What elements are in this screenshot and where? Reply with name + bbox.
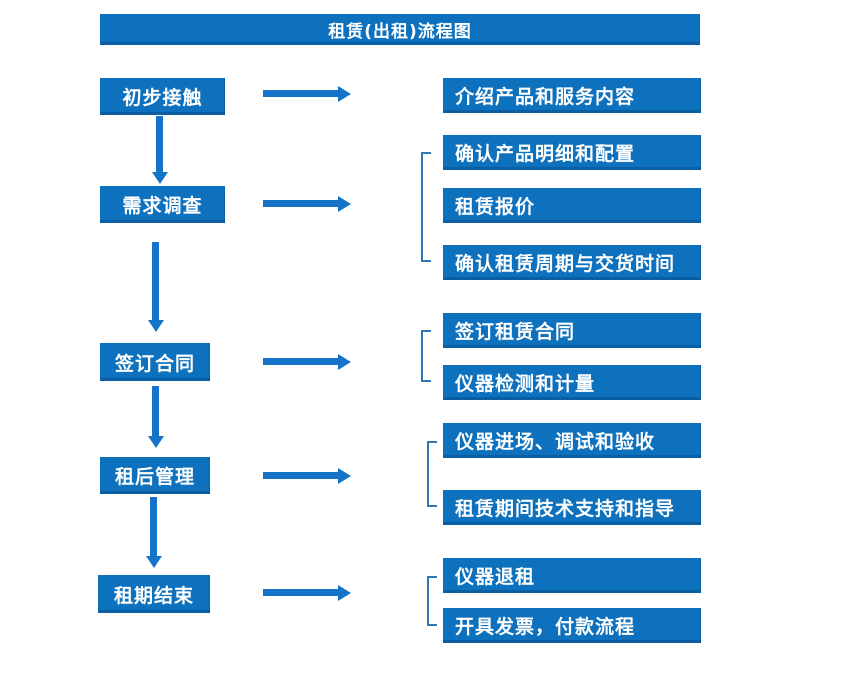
output-invoice-payment: 开具发票，付款流程 <box>443 608 701 643</box>
output-instrument-inspection: 仪器检测和计量 <box>443 365 701 400</box>
output-sign-rental-contract: 签订租赁合同 <box>443 313 701 348</box>
right-arrow-2 <box>263 200 338 207</box>
step-demand-survey: 需求调查 <box>100 186 225 223</box>
right-arrow-1 <box>263 90 338 97</box>
bracket-rental-end <box>427 576 437 626</box>
output-confirm-period-delivery: 确认租赁周期与交货时间 <box>443 245 701 280</box>
step-label: 签订合同 <box>114 352 195 375</box>
output-label: 确认租赁周期与交货时间 <box>455 253 676 275</box>
bracket-demand-survey <box>421 152 431 262</box>
output-label: 租赁期间技术支持和指导 <box>455 498 676 520</box>
step-rental-end: 租期结束 <box>98 575 210 613</box>
output-tech-support: 租赁期间技术支持和指导 <box>443 490 701 525</box>
output-label: 介绍产品和服务内容 <box>455 86 636 108</box>
right-arrow-3 <box>263 358 338 365</box>
output-label: 租赁报价 <box>455 196 536 218</box>
down-arrow-2 <box>152 242 159 320</box>
right-arrow-4 <box>263 472 338 479</box>
output-introduce-products: 介绍产品和服务内容 <box>443 78 701 113</box>
page-title-text: 租赁(出租)流程图 <box>328 22 472 42</box>
step-label: 初步接触 <box>122 87 203 109</box>
output-label: 仪器检测和计量 <box>455 373 596 395</box>
bracket-post-management <box>427 441 437 507</box>
output-label: 仪器进场、调试和验收 <box>455 431 656 453</box>
down-arrow-3 <box>152 386 159 436</box>
output-label: 仪器退租 <box>455 566 536 588</box>
bracket-sign-contract <box>421 330 431 382</box>
output-instrument-setup: 仪器进场、调试和验收 <box>443 423 701 458</box>
step-post-rental-management: 租后管理 <box>100 457 210 494</box>
step-label: 需求调查 <box>122 195 203 217</box>
step-label: 租期结束 <box>113 584 194 607</box>
output-confirm-product-config: 确认产品明细和配置 <box>443 135 701 170</box>
page-title: 租赁(出租)流程图 <box>100 14 700 45</box>
output-rental-quote: 租赁报价 <box>443 188 701 223</box>
step-initial-contact: 初步接触 <box>100 78 225 115</box>
output-label: 开具发票，付款流程 <box>455 616 636 638</box>
right-arrow-5 <box>263 589 338 596</box>
down-arrow-4 <box>150 497 157 556</box>
output-label: 签订租赁合同 <box>455 321 576 343</box>
output-instrument-return: 仪器退租 <box>443 558 701 593</box>
down-arrow-1 <box>156 116 163 172</box>
output-label: 确认产品明细和配置 <box>455 143 636 165</box>
step-label: 租后管理 <box>114 466 195 488</box>
step-sign-contract: 签订合同 <box>100 343 210 381</box>
